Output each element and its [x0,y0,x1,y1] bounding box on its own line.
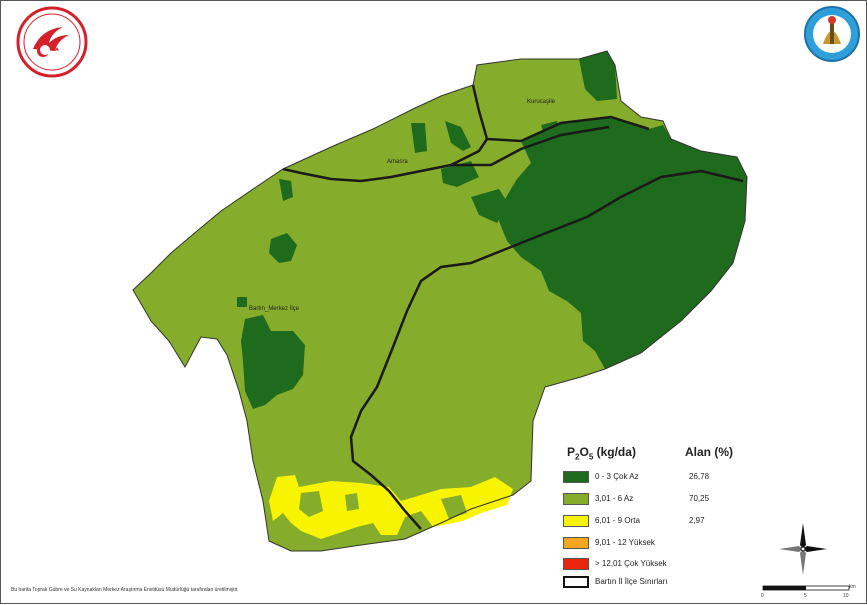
very-low-zone-mid [471,189,509,223]
legend-swatch-very-high [563,558,589,570]
low-zone-island-2 [441,495,467,519]
legend-swatch-medium [563,515,589,527]
very-low-zone-amasra-3 [441,161,479,187]
legend-label-medium: 6,01 - 9 Orta [595,516,640,525]
legend-swatch-very-low [563,471,589,483]
legend-row-low: 3,01 - 6 Az 70,25 [561,493,751,507]
very-low-zone-west-2 [269,233,297,263]
very-low-zone-east [499,117,747,369]
very-low-zone-amasra-2 [445,121,471,151]
very-low-zone-west [241,315,305,409]
very-low-zone-north [579,51,617,101]
legend-row-very-high: > 12,01 Çok Yüksek [561,558,751,572]
legend-label-very-low: 0 - 3 Çok Az [595,472,639,481]
legend-title-unit: (kg/da) [593,445,636,459]
legend-title-o: O [579,445,589,459]
low-zone-island-3 [345,493,359,511]
legend-title-sub1: 2 [575,452,580,462]
legend-row-very-low: 0 - 3 Çok Az 26,78 [561,471,751,485]
province-outline [132,50,748,552]
legend-row-high: 9,01 - 12 Yüksek [561,537,751,551]
district-boundary-amasra-south [451,125,610,167]
legend-label-low: 3,01 - 6 Az [595,494,634,503]
scale-unit: km [849,584,856,590]
legend-row-medium: 6,01 - 9 Orta 2,97 [561,515,751,529]
institute-seal-icon [804,6,860,62]
very-low-zone-west-3 [279,179,293,201]
legend-label-high: 9,01 - 12 Yüksek [595,538,655,547]
medium-zone-south [269,475,513,539]
district-label-amasra: Amasra [387,159,408,165]
legend-label-very-high: > 12,01 Çok Yüksek [595,559,667,568]
district-label-kurucasile: Kurucaşile [527,99,556,105]
legend-pct-low: 70,25 [689,494,710,503]
scale-bar: 0 5 10 km [759,581,857,601]
scale-tick-5: 5 [804,593,807,599]
district-boundary-kurucasile [486,115,650,143]
legend-row-boundary: Bartın İl İlçe Sınırları [561,576,751,590]
scale-tick-10: 10 [843,593,849,599]
legend-swatch-low [563,493,589,505]
district-boundary-north [282,84,489,183]
scale-bar-graphic [762,585,850,591]
legend: P2O5 (kg/da) Alan (%) 0 - 3 Çok Az 26,78… [561,445,751,590]
legend-pct-very-low: 26,78 [689,472,710,481]
ministry-seal-icon [16,6,88,78]
legend-area-header: Alan (%) [685,445,733,459]
very-low-zone-amasra-1 [411,123,427,153]
legend-swatch-boundary [563,576,589,588]
legend-pct-medium: 2,97 [689,516,705,525]
scale-tick-0: 0 [761,593,764,599]
north-arrow-icon [779,523,827,575]
legend-swatch-high [563,537,589,549]
legend-label-boundary: Bartın İl İlçe Sınırları [595,577,668,586]
district-boundary-ulus [349,169,744,530]
very-low-zone-west-4 [237,297,247,307]
legend-title: P2O5 (kg/da) [567,445,636,461]
legend-title-sub2: 5 [588,452,594,462]
legend-title-p: P [567,445,576,459]
low-zone-island-1 [299,491,323,517]
district-label-merkez: Bartın_Merkez İlçe [249,306,300,312]
credit-text: Bu harita Toprak Gübre ve Su Kaynakları … [11,587,239,593]
